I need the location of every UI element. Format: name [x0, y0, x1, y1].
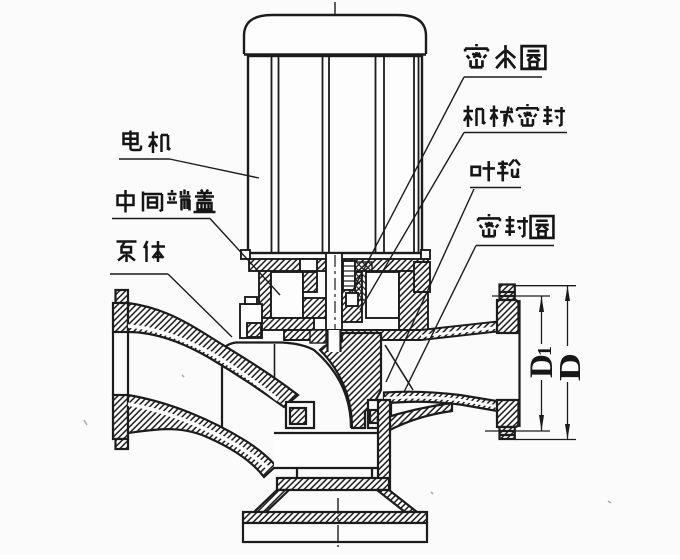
svg-text:D: D [524, 354, 560, 378]
svg-text:1: 1 [534, 346, 556, 356]
svg-text:D: D [553, 353, 587, 381]
